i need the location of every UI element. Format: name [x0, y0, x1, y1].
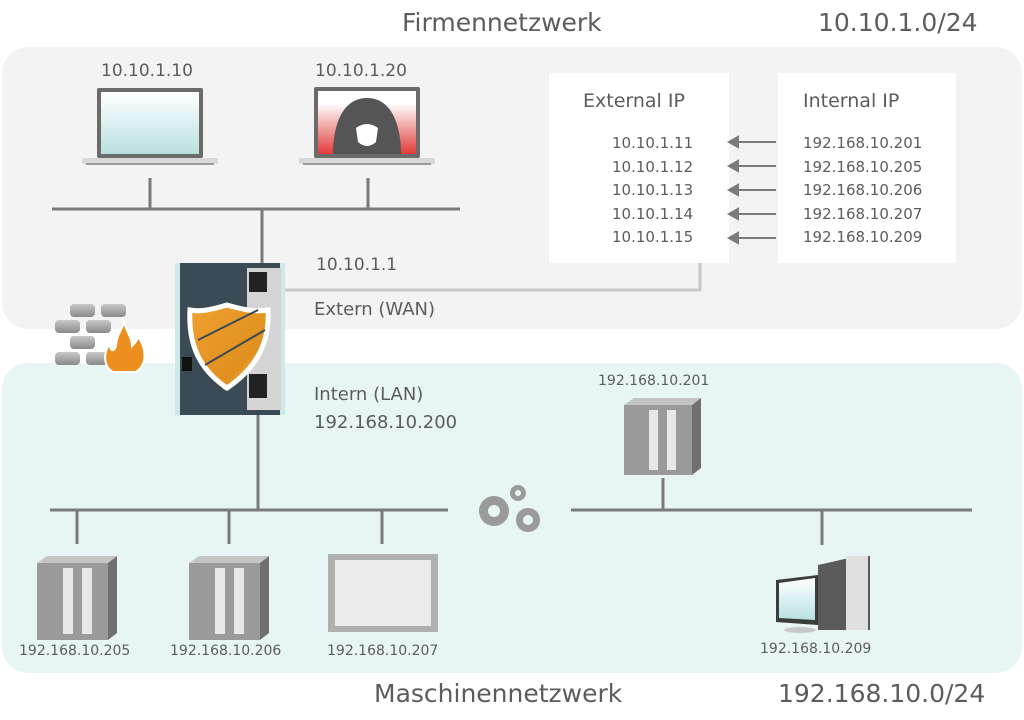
lan-ip-label: 192.168.10.200	[314, 412, 458, 433]
nat-arrows	[726, 135, 776, 245]
nat-internal-list: 192.168.10.201 192.168.10.205 192.168.10…	[803, 132, 922, 250]
hmi-panel-icon	[328, 554, 438, 632]
laptop-icon	[82, 88, 218, 165]
external-ip-box	[549, 73, 729, 263]
nat-external-ip: 10.10.1.12	[612, 157, 694, 176]
machine-subnet: 192.168.10.0/24	[778, 679, 986, 708]
company-subnet: 10.10.1.0/24	[818, 8, 978, 37]
plc-icon	[624, 398, 701, 475]
nat-internal-ip: 192.168.10.205	[803, 157, 923, 176]
shield-icon	[187, 302, 271, 392]
gears-icon	[479, 485, 540, 532]
desktop-pc-icon	[776, 556, 870, 633]
hmi-207-ip-label: 192.168.10.207	[327, 643, 439, 659]
plc-201-ip-label: 192.168.10.201	[598, 373, 710, 389]
nat-external-ip: 10.10.1.13	[612, 181, 694, 199]
wan-label: Extern (WAN)	[314, 299, 436, 320]
nat-internal-ip: 192.168.10.206	[803, 181, 923, 199]
firewall-icon	[55, 304, 146, 373]
nat-external-list: 10.10.1.11 10.10.1.12 10.10.1.13 10.10.1…	[612, 132, 693, 250]
internal-ip-header: Internal IP	[803, 90, 900, 112]
laptop-ip-label: 10.10.1.10	[101, 61, 193, 81]
nat-external-ip: 10.10.1.15	[612, 228, 694, 246]
external-ip-header: External IP	[583, 90, 685, 112]
wan-ip-label: 10.10.1.1	[316, 255, 398, 275]
nat-internal-ip: 192.168.10.201	[803, 134, 923, 152]
plc-205-ip-label: 192.168.10.205	[19, 643, 131, 659]
lan-label: Intern (LAN)	[314, 384, 424, 405]
nat-external-ip: 10.10.1.11	[612, 134, 694, 152]
nat-internal-ip: 192.168.10.209	[803, 228, 923, 246]
plc-icon	[189, 556, 269, 640]
nat-external-ip: 10.10.1.14	[612, 204, 694, 223]
company-network-title: Firmennetzwerk	[402, 8, 602, 37]
attacker-ip-label: 10.10.1.20	[315, 61, 407, 81]
internal-ip-box	[778, 73, 956, 263]
machine-network-title: Maschinennetzwerk	[374, 679, 623, 708]
plc-icon	[37, 556, 117, 640]
attacker-laptop-icon	[299, 87, 435, 165]
wan-nat-connector	[268, 263, 702, 292]
nat-internal-ip: 192.168.10.207	[803, 204, 923, 223]
pc-209-ip-label: 192.168.10.209	[760, 641, 872, 657]
plc-206-ip-label: 192.168.10.206	[170, 643, 282, 659]
